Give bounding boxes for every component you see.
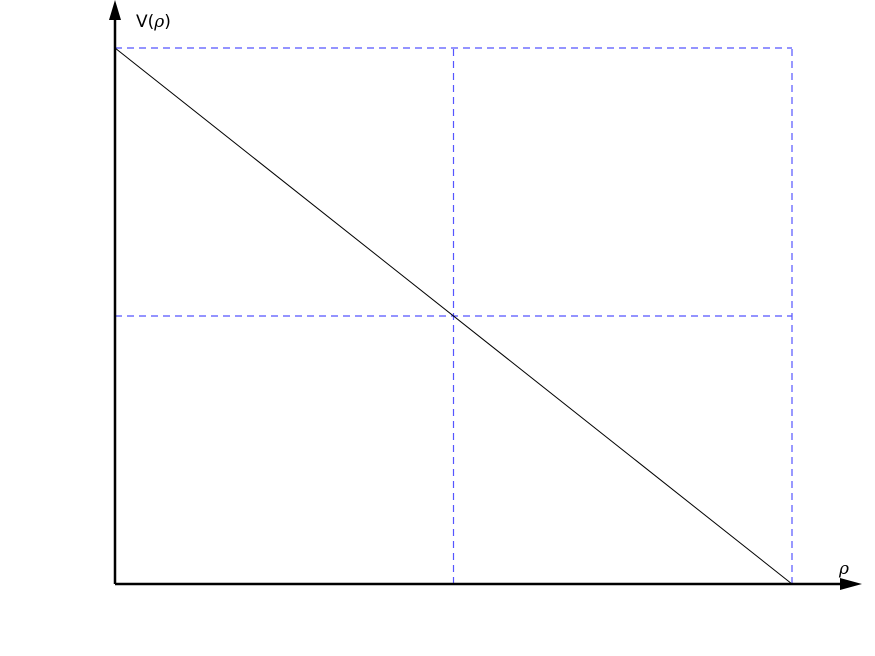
x-axis-arrowhead [840,578,862,590]
y-axis-arrowhead [109,0,121,20]
y-axis-label: V(ρ) [136,12,171,32]
series-line-0 [114,47,793,585]
x-axis-label: ρ [838,559,849,579]
series-layer [114,47,793,585]
